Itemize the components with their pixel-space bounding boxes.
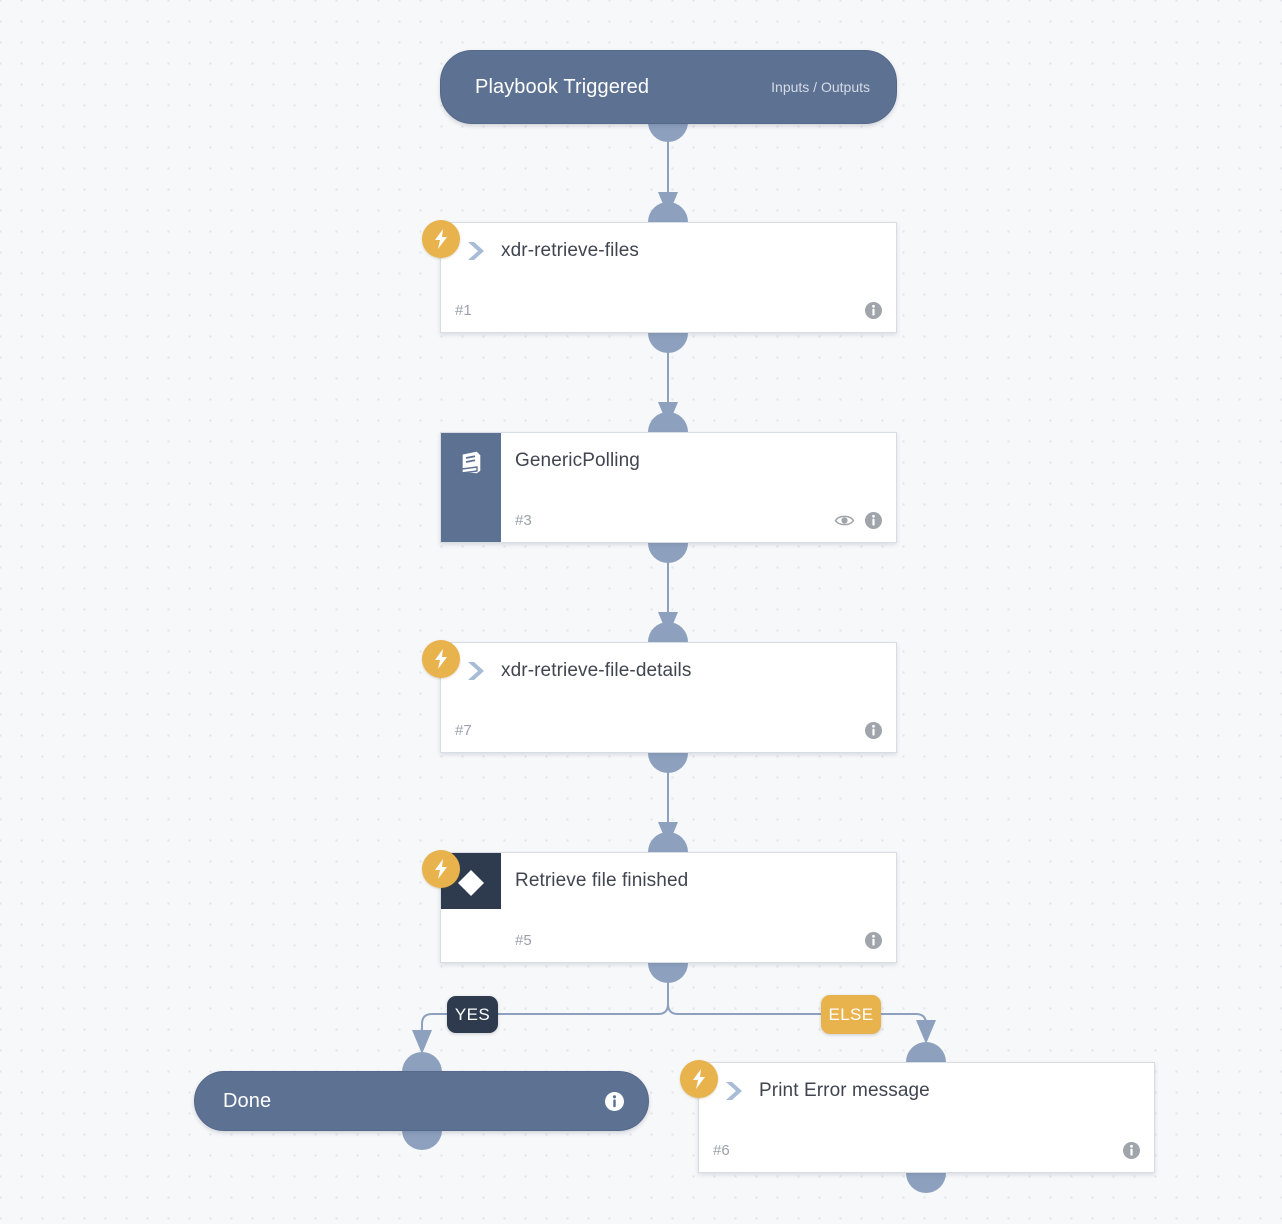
playbook-strip	[441, 433, 501, 542]
info-icon[interactable]	[865, 511, 882, 529]
node-done[interactable]: Done	[194, 1071, 649, 1131]
playbook-book-icon	[454, 447, 488, 486]
branch-label-yes[interactable]: YES	[447, 996, 498, 1033]
task-number: #7	[455, 721, 472, 739]
task-title: Retrieve file finished	[515, 870, 689, 891]
port-out-start	[648, 122, 688, 142]
task-number: #3	[515, 511, 532, 529]
task-title: GenericPolling	[515, 450, 640, 471]
port-in-error	[906, 1042, 946, 1062]
lightning-bolt-icon	[422, 640, 460, 678]
task-number: #1	[455, 301, 472, 319]
port-in-task3	[648, 622, 688, 642]
task-number: #5	[515, 931, 532, 949]
port-in-task4	[648, 832, 688, 852]
info-icon[interactable]	[865, 721, 882, 739]
port-in-task1	[648, 202, 688, 222]
port-out-task3	[648, 753, 688, 773]
info-icon[interactable]	[605, 1091, 624, 1111]
port-in-task2	[648, 412, 688, 432]
node-task-xdr-retrieve-files[interactable]: xdr-retrieve-files #1	[422, 220, 897, 333]
task-number: #6	[713, 1141, 730, 1159]
node-task-retrieve-file-finished[interactable]: Retrieve file finished #5	[422, 850, 897, 963]
wire-else-branch	[667, 967, 936, 1044]
port-out-task4	[648, 963, 688, 983]
task-title: Print Error message	[759, 1080, 930, 1101]
chevron-right-icon	[713, 1079, 759, 1103]
port-out-task1	[648, 333, 688, 353]
port-out-done	[402, 1130, 442, 1150]
chevron-right-icon	[455, 239, 501, 263]
branch-else-text: ELSE	[828, 1004, 874, 1024]
inputs-outputs-link[interactable]: Inputs / Outputs	[771, 79, 870, 95]
task-title: xdr-retrieve-files	[501, 240, 639, 261]
node-task-print-error-message[interactable]: Print Error message #6	[680, 1060, 1155, 1173]
eye-icon[interactable]	[834, 513, 855, 528]
port-in-done	[402, 1052, 442, 1072]
chevron-right-icon	[455, 659, 501, 683]
info-icon[interactable]	[865, 301, 882, 319]
node-playbook-triggered[interactable]: Playbook Triggered Inputs / Outputs	[440, 50, 897, 124]
lightning-bolt-icon	[680, 1060, 718, 1098]
lightning-bolt-icon	[422, 220, 460, 258]
port-out-error	[906, 1173, 946, 1193]
task-title: xdr-retrieve-file-details	[501, 660, 692, 681]
diamond-condition-icon	[455, 867, 487, 904]
branch-label-else[interactable]: ELSE	[821, 995, 881, 1034]
done-node-title: Done	[223, 1089, 272, 1112]
node-task-xdr-retrieve-file-details[interactable]: xdr-retrieve-file-details #7	[422, 640, 897, 753]
info-icon[interactable]	[1123, 1141, 1140, 1159]
port-out-task2	[648, 543, 688, 563]
start-node-title: Playbook Triggered	[475, 75, 650, 98]
info-icon[interactable]	[865, 931, 882, 949]
branch-yes-text: YES	[454, 1004, 491, 1024]
lightning-bolt-icon	[422, 850, 460, 888]
node-task-genericpolling[interactable]: GenericPolling #3	[440, 432, 897, 543]
